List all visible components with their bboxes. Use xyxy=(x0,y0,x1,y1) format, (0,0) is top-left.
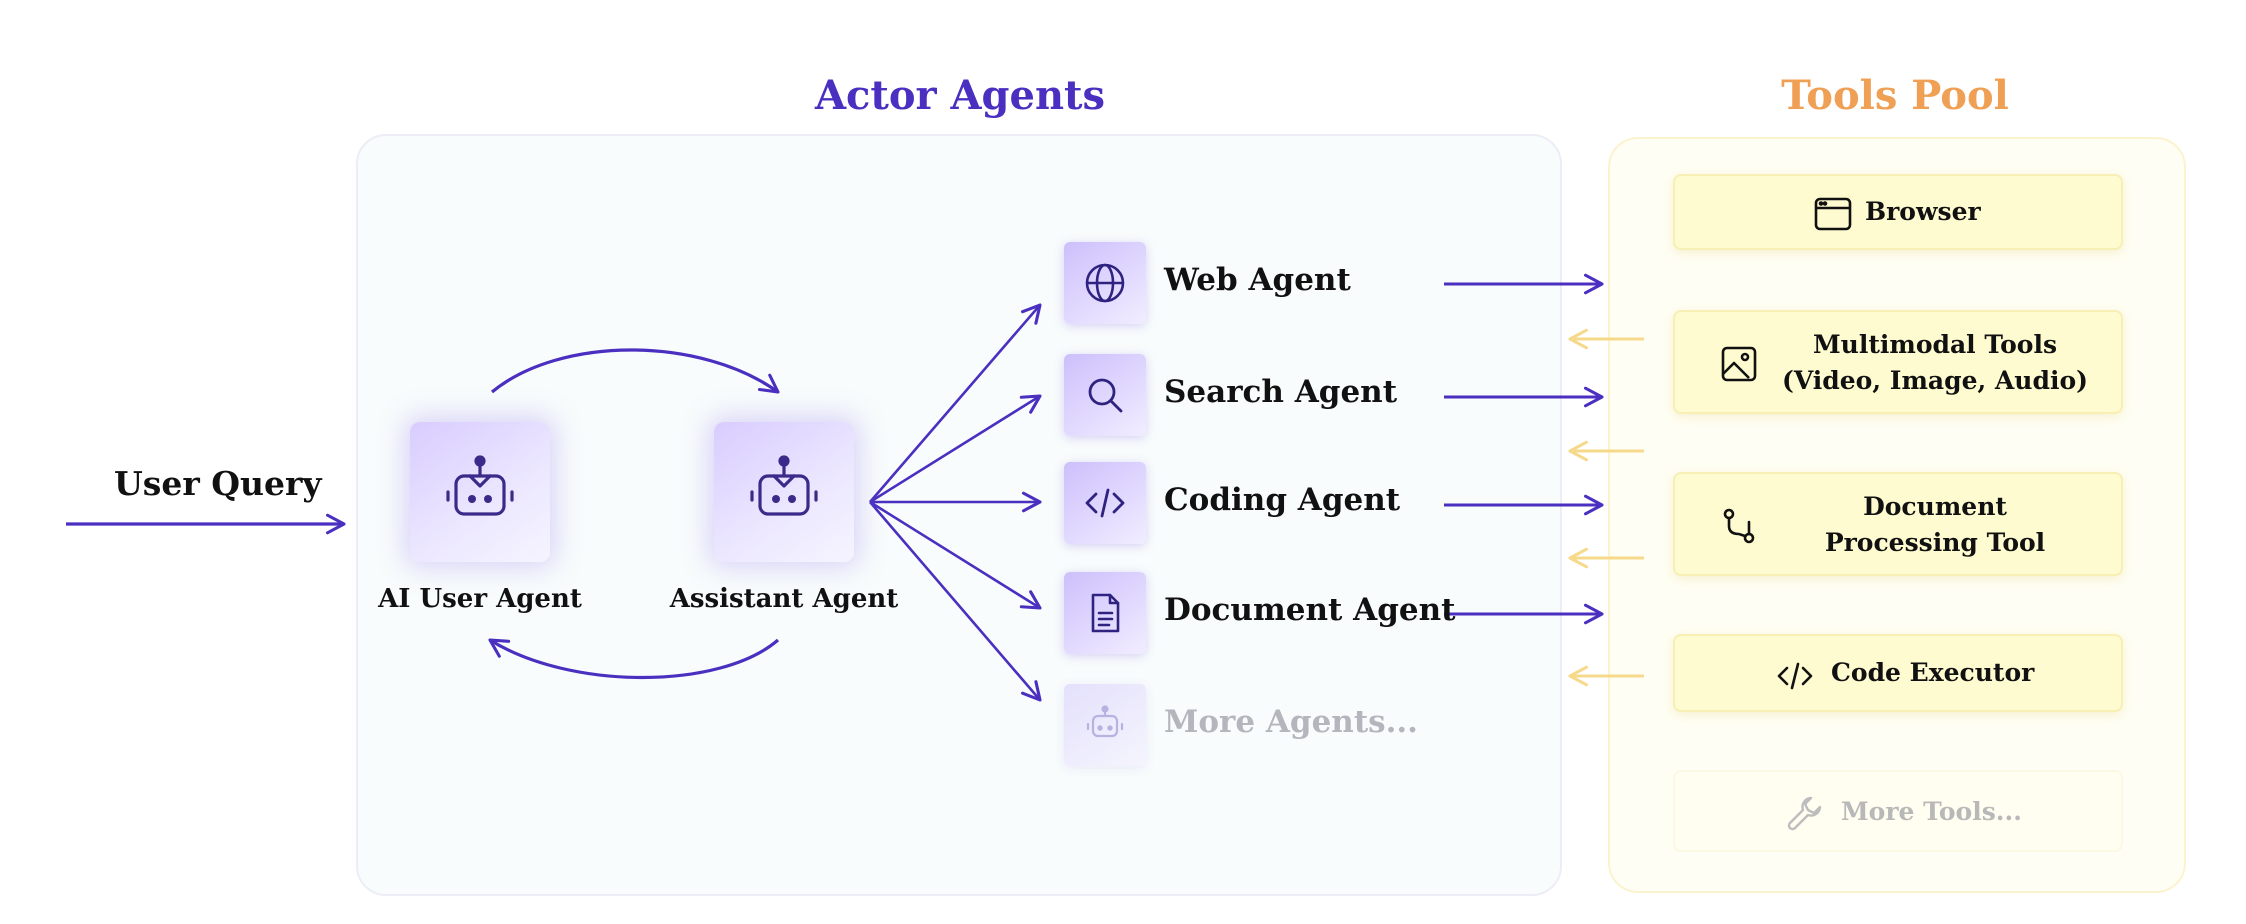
tool-more-tools: More Tools... xyxy=(1673,770,2123,852)
more-agents-label: More Agents... xyxy=(1164,704,1418,740)
tool-document-processing: Document Processing Tool xyxy=(1673,472,2123,576)
coding-agent-label: Coding Agent xyxy=(1164,482,1401,518)
user-query-label: User Query xyxy=(114,464,322,503)
tool-multimodal-line2: (Video, Image, Audio) xyxy=(1782,366,2088,395)
document-agent-node xyxy=(1064,572,1146,654)
search-agent-node xyxy=(1064,354,1146,436)
agent-to-tools-arrows xyxy=(1444,273,1604,625)
tool-code-executor: Code Executor xyxy=(1673,634,2123,712)
git-branch-icon xyxy=(1723,508,1755,544)
tool-document-line2: Processing Tool xyxy=(1824,528,2046,557)
globe-icon xyxy=(1085,263,1125,303)
code-icon xyxy=(1777,662,1813,690)
ai-user-agent-label: AI User Agent xyxy=(378,584,582,614)
code-icon xyxy=(1085,488,1125,518)
assistant-fanout-arrows xyxy=(869,303,1042,702)
tool-more-tools-label: More Tools... xyxy=(1841,797,2022,826)
assistant-agent-node xyxy=(714,422,854,562)
browser-window-icon xyxy=(1814,197,1852,231)
robot-icon xyxy=(446,455,514,516)
search-icon xyxy=(1088,378,1123,413)
actor-agents-panel xyxy=(356,134,1562,896)
image-icon xyxy=(1721,346,1757,382)
tool-browser: Browser xyxy=(1673,174,2123,250)
assistant-to-user-arrow xyxy=(488,638,780,680)
tools-return-arrows xyxy=(1568,328,1644,687)
tools-pool-title: Tools Pool xyxy=(1781,72,2009,119)
document-icon xyxy=(1091,593,1120,633)
assistant-agent-label: Assistant Agent xyxy=(669,584,899,614)
web-agent-label: Web Agent xyxy=(1164,262,1351,298)
document-agent-label: Document Agent xyxy=(1164,592,1456,628)
user-to-assistant-arrow xyxy=(490,348,780,394)
tool-browser-label: Browser xyxy=(1865,197,1981,226)
robot-icon xyxy=(750,455,818,516)
web-agent-node xyxy=(1064,242,1146,324)
wrench-icon xyxy=(1787,796,1822,831)
actor-agents-title: Actor Agents xyxy=(814,72,1106,119)
coding-agent-node xyxy=(1064,462,1146,544)
tool-document-line1: Document xyxy=(1863,492,2007,521)
tool-multimodal-line1: Multimodal Tools xyxy=(1812,330,2058,359)
tool-code-executor-label: Code Executor xyxy=(1831,658,2035,687)
ai-user-agent-node xyxy=(410,422,550,562)
search-agent-label: Search Agent xyxy=(1164,374,1398,410)
robot-icon xyxy=(1086,705,1124,738)
tool-multimodal: Multimodal Tools (Video, Image, Audio) xyxy=(1673,310,2123,414)
more-agents-node xyxy=(1064,684,1146,766)
